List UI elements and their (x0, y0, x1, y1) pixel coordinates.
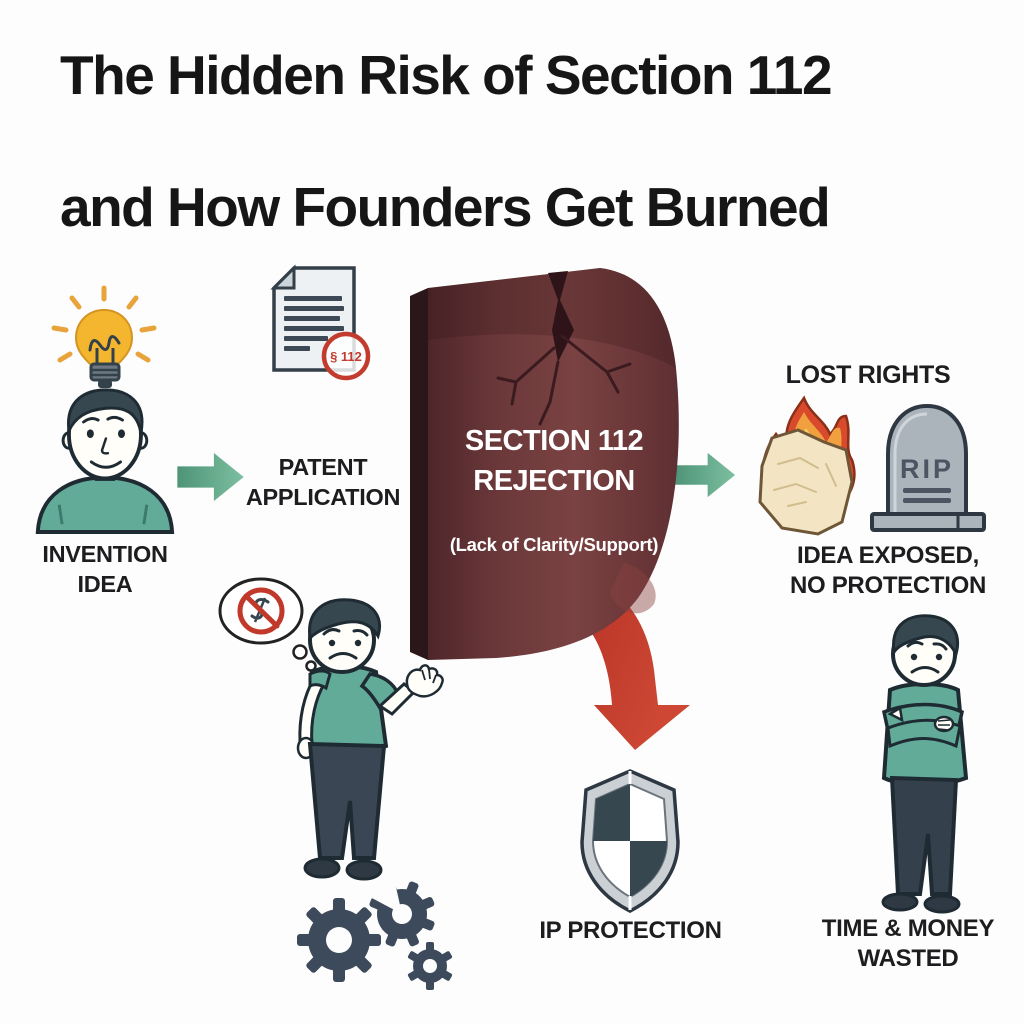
inventor-hair (67, 388, 144, 437)
patent-document-icon: § 112 (270, 264, 371, 381)
page-title: The Hidden Risk of Section 112 and How F… (60, 42, 960, 240)
checkered-shield-icon (580, 769, 680, 913)
page-title-line1: The Hidden Risk of Section 112 (60, 44, 833, 106)
paper-wrinkles (773, 456, 837, 507)
tombstone-slab (886, 403, 968, 516)
founder2-hair (892, 614, 959, 659)
section-112-rejection-title: SECTION 112 REJECTION (464, 425, 644, 497)
section-112-stamp-text: § 112 (330, 349, 362, 364)
cracked-wall-icon (410, 268, 679, 660)
section-112-stamp-icon (321, 331, 371, 381)
rip-text: RIP (900, 454, 954, 484)
page-title-line2: and How Founders Get Burned (60, 176, 831, 238)
founder2-pants (889, 775, 959, 896)
bulb-glass (74, 308, 134, 365)
bulb-base (89, 362, 121, 382)
gear-large (297, 898, 381, 982)
founder-pants (307, 741, 387, 860)
gear-medium-broken (368, 878, 435, 947)
document-fold (270, 264, 296, 290)
wall-edge (410, 288, 428, 660)
no-money-icon (237, 587, 285, 635)
rejection-text-block: SECTION 112 REJECTION (Lack of Clarity/S… (448, 421, 660, 556)
idea-exposed-label: IDEA EXPOSED, NO PROTECTION (789, 542, 987, 600)
broken-gears-icon (297, 878, 453, 990)
inventor-avatar (35, 388, 175, 534)
time-money-wasted-label: TIME & MONEY WASTED (821, 915, 995, 973)
document-text-lines (284, 296, 344, 351)
gear-small (407, 942, 453, 990)
founder-open-palm (405, 664, 444, 698)
lightbulb-rays-icon (51, 285, 157, 363)
wall-face (428, 268, 679, 660)
inventor-shirt (35, 475, 175, 534)
bulb-nub (98, 380, 112, 388)
ip-protection-label: IP PROTECTION (539, 917, 722, 944)
lightbulb-icon (51, 285, 157, 388)
founder-hair (308, 598, 381, 642)
thought-bubble-icon (218, 577, 317, 672)
frustrated-founder-avatar (881, 614, 969, 914)
rejection-subtitle: (Lack of Clarity/Support) (449, 534, 659, 555)
invention-idea-label: INVENTION IDEA (42, 541, 168, 597)
patent-application-label: PATENT APPLICATION (245, 454, 401, 510)
wall-crack (496, 271, 632, 426)
flow-arrow-icon (674, 452, 736, 498)
tombstone-base (870, 512, 986, 532)
confused-founder-avatar (296, 598, 444, 881)
tombstone-icon: RIP (870, 403, 986, 532)
bulb-filament (88, 335, 121, 352)
burning-paper-icon (758, 395, 856, 536)
crumpled-paper (758, 428, 854, 536)
lost-rights-label: LOST RIGHTS (785, 361, 951, 389)
flow-arrow-icon (177, 452, 244, 502)
